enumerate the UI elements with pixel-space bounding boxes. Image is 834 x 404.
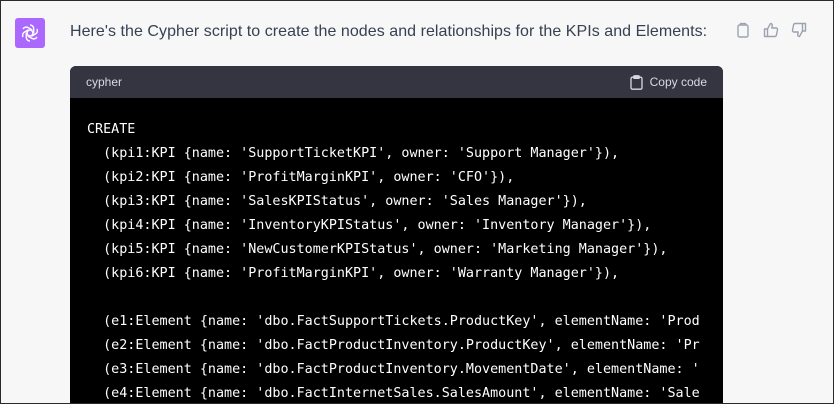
code-line: (kpi1:KPI {name: 'SupportTicketKPI', own… [87, 146, 620, 161]
thumbs-up-button[interactable] [762, 21, 780, 39]
code-line: (e3:Element {name: 'dbo.FactProductInven… [87, 362, 700, 377]
copy-code-label: Copy code [649, 75, 707, 89]
code-block: cypher Copy code CREATE (kpi1:KPI {name:… [70, 66, 723, 403]
code-line: (kpi5:KPI {name: 'NewCustomerKPIStatus',… [87, 242, 668, 257]
code-line: (kpi6:KPI {name: 'ProfitMarginKPI', owne… [87, 266, 620, 281]
assistant-message-text: Here's the Cypher script to create the n… [70, 23, 708, 40]
thumbs-down-button[interactable] [790, 21, 808, 39]
copy-code-button[interactable]: Copy code [629, 74, 707, 90]
thumbs-up-icon [763, 22, 779, 38]
openai-logo-icon [21, 24, 39, 42]
code-line: (e2:Element {name: 'dbo.FactProductInven… [87, 338, 700, 353]
code-line: (e1:Element {name: 'dbo.FactSupportTicke… [87, 314, 700, 329]
clipboard-icon [629, 74, 643, 90]
code-content: CREATE (kpi1:KPI {name: 'SupportTicketKP… [70, 98, 723, 403]
code-block-header: cypher Copy code [70, 66, 723, 98]
copy-icon [737, 22, 749, 38]
code-line: CREATE [87, 122, 136, 137]
code-line: (kpi2:KPI {name: 'ProfitMarginKPI', owne… [87, 170, 515, 185]
message-actions [734, 21, 808, 39]
code-line: (kpi4:KPI {name: 'InventoryKPIStatus', o… [87, 218, 652, 233]
code-language-label: cypher [86, 75, 123, 89]
thumbs-down-icon [791, 22, 807, 38]
copy-message-button[interactable] [734, 21, 752, 39]
code-line: (e4:Element {name: 'dbo.FactInternetSale… [87, 386, 700, 401]
code-line [87, 286, 723, 310]
code-line: (kpi3:KPI {name: 'SalesKPIStatus', owner… [87, 194, 587, 209]
assistant-avatar [15, 18, 45, 48]
